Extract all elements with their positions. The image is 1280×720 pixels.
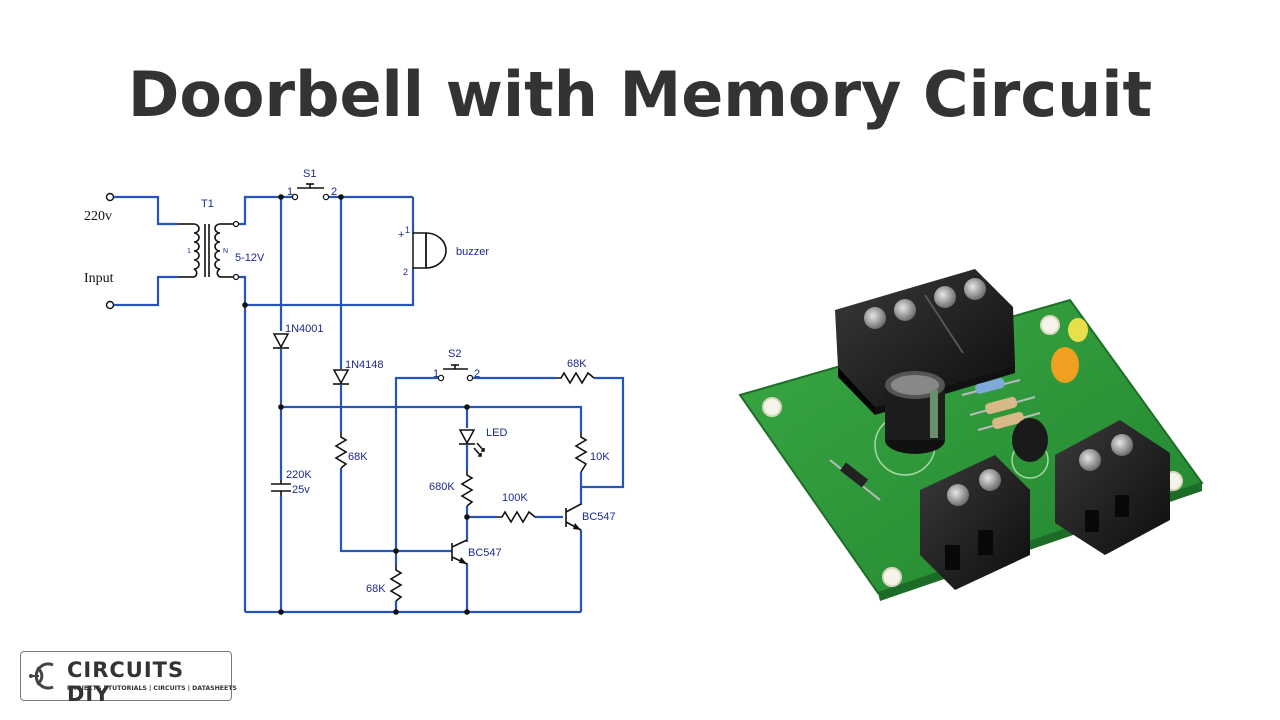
buzzer-label: buzzer [456,246,489,258]
terminal-block-right [1055,420,1170,555]
input-label: Input [84,271,114,286]
transformer-symbol [178,220,240,281]
capacitor-voltage-label: 25v [292,484,310,496]
led-symbol [458,429,485,457]
resistor-68k-vertical-label: 68K [348,451,368,463]
resistor-100k-label: 100K [502,492,528,504]
resistor-680k-symbol [460,470,474,507]
resistor-10k-symbol [574,432,588,473]
page-title: Doorbell with Memory Circuit [127,58,1153,131]
logo-name: CIRCUITS DIY [67,658,185,706]
logo-tagline: PROJECTS | TUTORIALS | CIRCUITS | DATASH… [67,685,237,692]
pcb-board-illustration [738,269,1204,601]
wires [105,192,625,614]
logo-mark-icon [29,662,54,690]
transistor-t1-label: BC547 [468,547,502,559]
transformer-label: T1 [201,198,214,210]
junction-dots [242,194,470,615]
switch-s1-pin1: 1 [287,186,293,198]
switch-s1-label: S1 [303,168,316,180]
resistor-680k-label: 680K [429,481,455,493]
led-label: LED [486,427,507,439]
capacitor-component [885,371,945,454]
transistor-t1-symbol [451,539,468,565]
transformer-pin-right: N [223,248,228,255]
diode-1n4148-symbol [332,369,350,385]
transistor-component [1012,418,1048,462]
resistor-100k-symbol [497,510,536,524]
buzzer-pin2: 2 [403,267,408,277]
switch-s2-symbol [431,364,478,382]
switch-s1-symbol [291,183,330,201]
capacitor-symbol [271,480,291,496]
switch-s2-pin2: 2 [474,368,480,380]
diode-1n4001-label: 1N4001 [285,323,324,335]
switch-s1-pin2: 2 [331,186,337,198]
secondary-voltage-label: 5-12V [235,252,265,264]
resistor-components [961,378,1041,431]
resistor-68k-ground-symbol [389,565,403,602]
resistor-68k-vertical-symbol [334,432,348,469]
switch-s2-pin1: 1 [433,368,439,380]
resistor-68k-horizontal-symbol [556,371,595,385]
diode-component [829,459,881,501]
switch-s2-label: S2 [448,348,461,360]
input-voltage-label: 220v [84,209,112,224]
buzzer-pin1: 1 [405,225,410,235]
capacitor-value-label: 220K [286,469,312,481]
buzzer-symbol [412,232,447,269]
led-component [1051,318,1088,383]
buzzer-plus: + [398,229,404,241]
transformer-pin-left: 1 [187,248,191,255]
resistor-68k-ground-label: 68K [366,583,386,595]
diode-1n4148-label: 1N4148 [345,359,384,371]
terminal-block-bottom [920,455,1030,590]
circuits-diy-logo[interactable]: CIRCUITS DIY PROJECTS | TUTORIALS | CIRC… [20,651,237,706]
resistor-68k-horizontal-label: 68K [567,358,587,370]
diode-1n4001-symbol [272,333,290,349]
transistor-t2-symbol [565,503,582,531]
resistor-10k-label: 10K [590,451,610,463]
transistor-t2-label: BC547 [582,511,616,523]
